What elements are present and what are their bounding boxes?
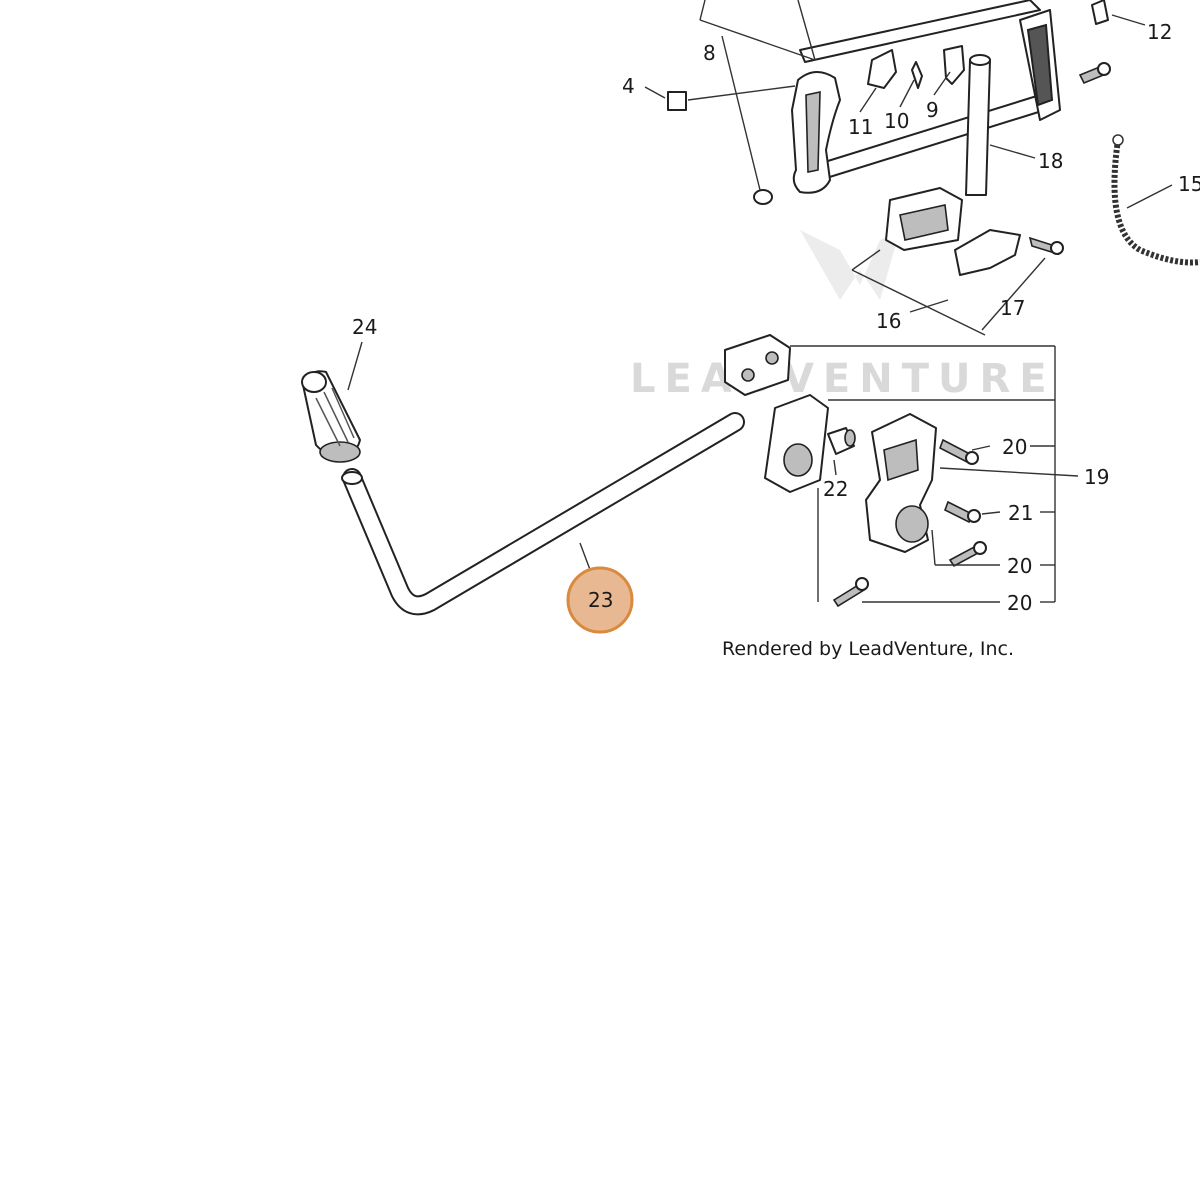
callout-4[interactable]: 4 <box>622 74 635 98</box>
loop-handle-assembly <box>301 370 745 616</box>
callout-20-c[interactable]: 20 <box>1007 591 1032 615</box>
callout-15[interactable]: 15 <box>1178 172 1200 196</box>
watermark-text: LEADVENTURE <box>630 356 1056 402</box>
callout-21[interactable]: 21 <box>1008 501 1033 525</box>
callout-18[interactable]: 18 <box>1038 149 1063 173</box>
part-12[interactable] <box>1091 0 1109 25</box>
callout-12[interactable]: 12 <box>1147 20 1172 44</box>
callout-20-b[interactable]: 20 <box>1007 554 1032 578</box>
watermark: LEADVENTURE <box>630 230 1056 402</box>
callout-17[interactable]: 17 <box>1000 296 1025 320</box>
nut[interactable] <box>753 189 773 205</box>
clamp-assembly <box>885 187 1064 276</box>
callout-10[interactable]: 10 <box>884 109 909 133</box>
bracket-assembly <box>724 334 987 608</box>
callout-11[interactable]: 11 <box>848 115 873 139</box>
tube-part-18[interactable] <box>965 59 991 196</box>
callout-22[interactable]: 22 <box>823 477 848 501</box>
leader-lines <box>347 0 1173 603</box>
clamp-part-17[interactable] <box>954 229 1021 276</box>
callout-19[interactable]: 19 <box>1084 465 1109 489</box>
render-credit: Rendered by LeadVenture, Inc. <box>722 638 1014 660</box>
bracket-block[interactable] <box>724 334 791 396</box>
callout-23[interactable]: 23 <box>588 588 613 612</box>
spring-part-10[interactable] <box>911 61 923 89</box>
watermark-logo <box>800 230 900 300</box>
handle-assembly <box>667 0 1111 205</box>
callout-20-a[interactable]: 20 <box>1002 435 1027 459</box>
square-part-4[interactable] <box>667 91 687 111</box>
callout-9[interactable]: 9 <box>926 98 939 122</box>
callout-16[interactable]: 16 <box>876 309 901 333</box>
throttle-cable[interactable] <box>1111 139 1200 266</box>
callout-24[interactable]: 24 <box>352 315 377 339</box>
callouts: 4 8 9 10 11 12 15 16 17 18 19 20 21 20 2… <box>352 20 1200 615</box>
callout-8[interactable]: 8 <box>703 41 716 65</box>
trigger-part-11[interactable] <box>867 49 897 89</box>
lever-part-9[interactable] <box>943 45 965 85</box>
highlight-circle-23[interactable] <box>566 566 634 634</box>
